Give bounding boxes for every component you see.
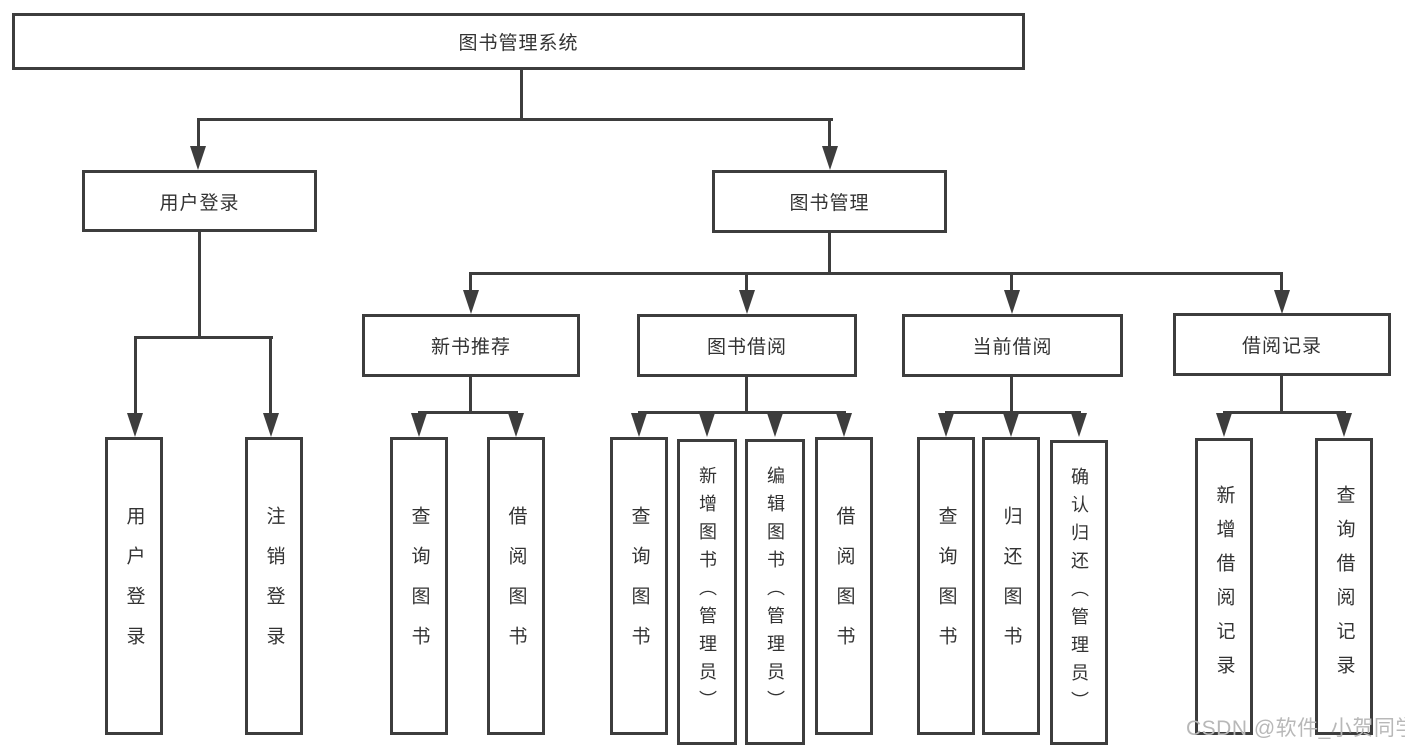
arrowhead-down-icon	[1003, 413, 1019, 437]
connector	[745, 272, 748, 292]
leaf-borrow-borrow-books-label: 借阅图书	[833, 506, 855, 666]
leaf-user-login-label: 用户登录	[123, 506, 145, 666]
leaf-recommend-query-books-label: 查询图书	[408, 506, 430, 666]
leaf-current-query-books-label: 查询图书	[935, 506, 957, 666]
arrowhead-down-icon	[1274, 290, 1290, 314]
arrowhead-down-icon	[767, 413, 783, 437]
connector	[945, 411, 1081, 414]
leaf-recommend-query-books: 查询图书	[390, 437, 448, 735]
leaf-edit-books-admin-label: 编辑图书（管理员）	[765, 466, 785, 718]
arrowhead-down-icon	[631, 413, 647, 437]
arrowhead-down-icon	[263, 413, 279, 437]
connector	[418, 411, 518, 414]
arrowhead-down-icon	[463, 290, 479, 314]
leaf-return-books: 归还图书	[982, 437, 1040, 735]
node-book-borrow-label: 图书借阅	[706, 337, 787, 358]
connector	[197, 118, 200, 150]
node-new-book-recommend-label: 新书推荐	[430, 337, 511, 358]
connector	[470, 272, 1283, 275]
arrowhead-down-icon	[1004, 290, 1020, 314]
connector	[469, 272, 472, 292]
leaf-query-borrow-record: 查询借阅记录	[1315, 438, 1373, 735]
connector	[1010, 377, 1013, 414]
leaf-add-borrow-record: 新增借阅记录	[1195, 438, 1253, 735]
node-current-borrow-label: 当前借阅	[972, 337, 1053, 358]
connector	[1010, 272, 1013, 292]
connector	[134, 336, 137, 416]
connector	[197, 118, 833, 121]
leaf-logout: 注销登录	[245, 437, 303, 735]
leaf-confirm-return-admin: 确认归还（管理员）	[1050, 440, 1108, 745]
node-system-root-label: 图书管理系统	[458, 33, 579, 54]
leaf-borrow-query-books-label: 查询图书	[628, 506, 650, 666]
arrowhead-down-icon	[1336, 413, 1352, 437]
leaf-user-login: 用户登录	[105, 437, 163, 735]
arrowhead-down-icon	[1216, 413, 1232, 437]
connector	[638, 411, 846, 414]
connector	[134, 336, 273, 339]
leaf-logout-label: 注销登录	[263, 506, 285, 666]
node-borrow-records: 借阅记录	[1173, 313, 1391, 376]
leaf-edit-books-admin: 编辑图书（管理员）	[745, 439, 805, 745]
node-book-management: 图书管理	[712, 170, 947, 233]
leaf-add-books-admin-label: 新增图书（管理员）	[697, 466, 717, 718]
connector	[469, 377, 472, 414]
node-borrow-records-label: 借阅记录	[1241, 336, 1322, 357]
arrowhead-down-icon	[739, 290, 755, 314]
connector	[1280, 376, 1283, 414]
arrowhead-down-icon	[411, 413, 427, 437]
csdn-watermark: CSDN @软件_小贺同学	[1186, 717, 1405, 740]
arrowhead-down-icon	[822, 146, 838, 170]
leaf-confirm-return-admin-label: 确认归还（管理员）	[1069, 466, 1089, 719]
leaf-borrow-query-books: 查询图书	[610, 437, 668, 735]
arrowhead-down-icon	[836, 413, 852, 437]
node-new-book-recommend: 新书推荐	[362, 314, 580, 377]
node-user-login-label: 用户登录	[159, 192, 240, 214]
arrowhead-down-icon	[1071, 413, 1087, 437]
arrowhead-down-icon	[699, 413, 715, 437]
node-book-management-label: 图书管理	[789, 193, 870, 214]
node-book-borrow: 图书借阅	[637, 314, 857, 377]
connector	[745, 377, 748, 414]
leaf-recommend-borrow-books-label: 借阅图书	[505, 506, 527, 666]
leaf-add-books-admin: 新增图书（管理员）	[677, 439, 737, 745]
leaf-add-borrow-record-label: 新增借阅记录	[1213, 484, 1235, 689]
leaf-recommend-borrow-books: 借阅图书	[487, 437, 545, 735]
arrowhead-down-icon	[938, 413, 954, 437]
connector	[828, 233, 831, 275]
connector	[520, 70, 523, 118]
node-current-borrow: 当前借阅	[902, 314, 1123, 377]
leaf-return-books-label: 归还图书	[1000, 506, 1022, 666]
arrowhead-down-icon	[127, 413, 143, 437]
leaf-current-query-books: 查询图书	[917, 437, 975, 735]
arrowhead-down-icon	[190, 146, 206, 170]
leaf-borrow-borrow-books: 借阅图书	[815, 437, 873, 735]
connector	[269, 336, 272, 416]
leaf-query-borrow-record-label: 查询借阅记录	[1333, 484, 1355, 689]
connector	[1280, 272, 1283, 292]
connector	[1223, 411, 1346, 414]
node-user-login: 用户登录	[82, 170, 317, 232]
node-system-root: 图书管理系统	[12, 13, 1025, 70]
arrowhead-down-icon	[508, 413, 524, 437]
connector	[828, 118, 831, 150]
connector	[198, 232, 201, 339]
